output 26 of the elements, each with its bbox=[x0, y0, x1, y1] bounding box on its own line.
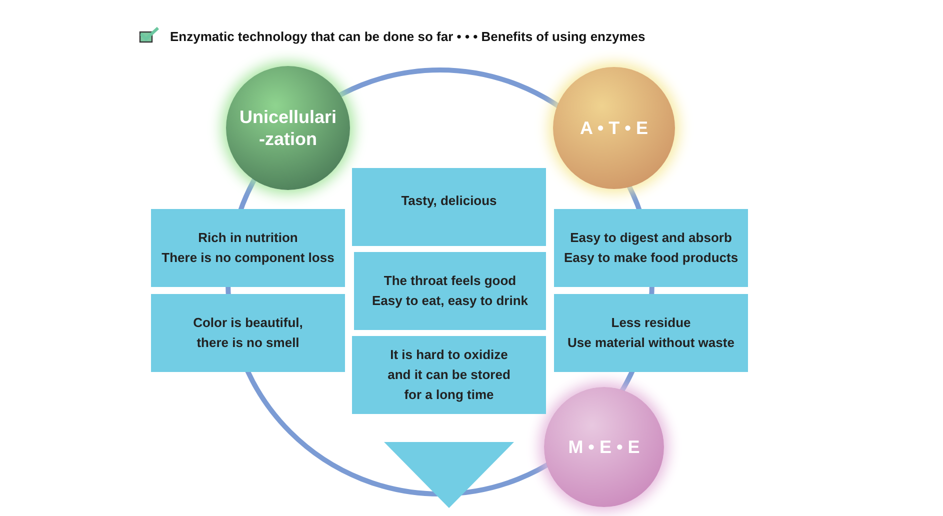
benefit-text: Easy to make food products bbox=[564, 249, 738, 267]
benefit-box bbox=[352, 168, 546, 246]
circle-node bbox=[226, 66, 350, 190]
circle-node bbox=[553, 67, 675, 189]
benefit-box bbox=[554, 209, 748, 287]
benefit-box bbox=[352, 336, 546, 414]
benefit-text: Rich in nutrition bbox=[198, 229, 298, 247]
benefit-text: Easy to eat, easy to drink bbox=[372, 292, 528, 310]
benefit-text: Tasty, delicious bbox=[401, 192, 497, 210]
benefit-text: Use material without waste bbox=[568, 334, 734, 352]
circle-label: Unicellulari -zation bbox=[238, 106, 338, 150]
benefit-text: The throat feels good bbox=[384, 272, 516, 290]
title: Enzymatic technology that can be done so far • • • Benefits of using enzymes bbox=[170, 29, 646, 44]
down-triangle bbox=[384, 442, 514, 508]
benefit-text: Easy to digest and absorb bbox=[570, 229, 732, 247]
benefit-text: There is no component loss bbox=[162, 249, 334, 267]
benefit-box bbox=[554, 294, 748, 372]
circle-node bbox=[544, 387, 664, 507]
benefit-text: Color is beautiful, there is no smell bbox=[192, 314, 304, 352]
circle-label: M • E • E bbox=[568, 436, 640, 458]
benefit-box bbox=[354, 252, 546, 330]
circle-label: A • T • E bbox=[580, 117, 648, 139]
benefit-box bbox=[151, 209, 345, 287]
benefit-box bbox=[151, 294, 345, 372]
benefit-text: Less residue bbox=[611, 314, 691, 332]
benefit-text: It is hard to oxidize and it can be stored for a long time bbox=[386, 346, 512, 404]
